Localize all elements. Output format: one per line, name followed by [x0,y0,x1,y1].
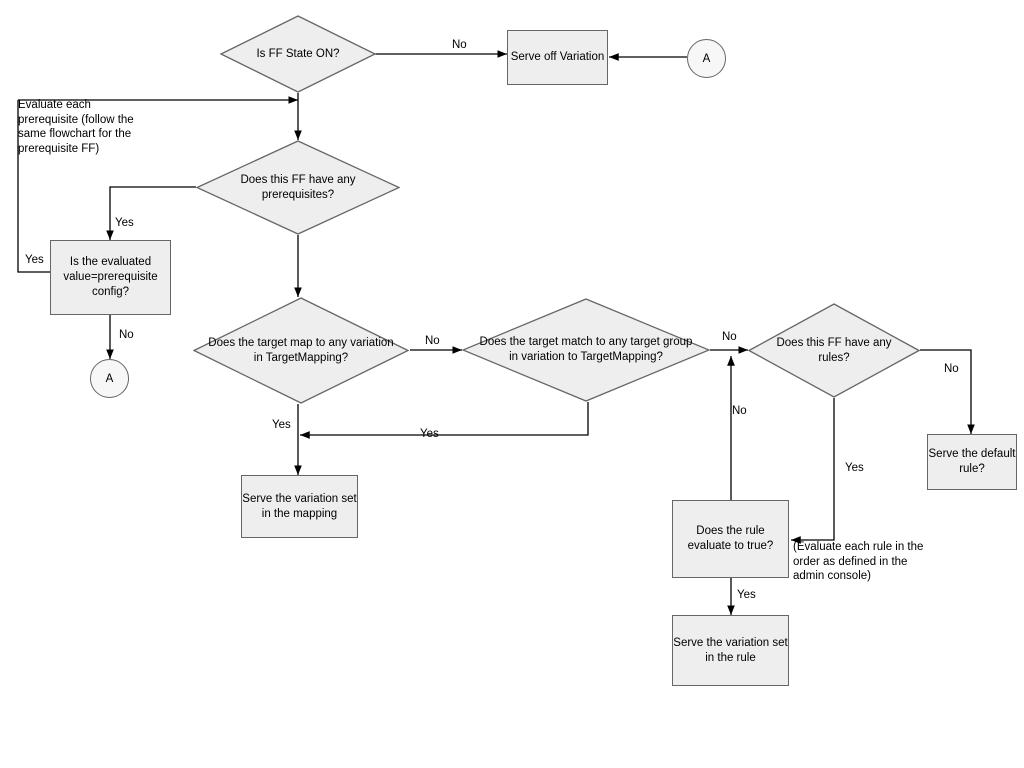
note-prerequisite-line-2: prerequisite (follow the [18,113,134,126]
edge-label-target-group-no: No [722,331,737,343]
note-prerequisite-line-4: prerequisite FF) [18,142,100,155]
note-prerequisite-line-1: Evaluate each [18,99,91,111]
decision-ff-rules[interactable]: Does this FF have any rules? [748,303,920,398]
decision-ff-prerequisites-text: Does this FF have any prerequisites? [240,173,356,201]
diamond-shape [196,140,400,235]
note-rule-order-line-1: (Evaluate each rule in the [793,541,924,553]
note-rule-order-line-3: admin console) [793,570,871,582]
connector-a-top[interactable]: A [687,39,726,78]
decision-target-group-mapping-text: Does the target match to any target grou… [479,336,693,363]
note-prerequisite: Evaluate each prerequisite (follow the s… [18,98,193,156]
note-rule-order: (Evaluate each rule in the order as defi… [793,540,941,584]
decision-target-mapping[interactable]: Does the target map to any variation in … [193,297,409,404]
edge-label-target-map-yes: Yes [272,419,291,431]
connector-a-bottom[interactable]: A [90,359,129,398]
note-prerequisite-line-3: same flowchart for the [18,128,132,140]
diamond-shape [462,298,710,402]
decision-target-mapping-text: Does the target map to any variation in … [208,336,394,364]
process-serve-off-variation[interactable]: Serve off Variation [507,30,608,85]
diamond-shape [748,303,920,398]
edge-label-rule-true-no: No [732,405,747,417]
decision-ff-state-on-text: Is FF State ON? [256,47,340,60]
edge-label-ff-rules-yes: Yes [845,462,864,474]
process-serve-default-rule-label: Serve the default rule? [928,448,1016,475]
decision-target-group-mapping-label: Does the target match to any target grou… [462,298,710,402]
edge-label-rule-true-yes: Yes [737,589,756,601]
decision-ff-prerequisites-label: Does this FF have any prerequisites? [196,140,400,235]
process-serve-off-variation-label: Serve off Variation [510,51,605,63]
process-evaluated-value-check[interactable]: Is the evaluated value=prerequisite conf… [50,240,171,315]
edge-label-target-map-no: No [425,335,440,347]
edge-label-prereq-yes: Yes [115,217,134,229]
diamond-shape [193,297,409,404]
edge-label-evaluated-yes: Yes [25,254,44,266]
process-serve-rule-variation-label: Serve the variation set in the rule [673,636,788,664]
decision-ff-state-on[interactable]: Is FF State ON? [220,15,376,93]
process-serve-mapping-variation-label: Serve the variation set in the mapping [242,492,357,520]
edge-label-ff-state-no: No [452,39,467,51]
process-serve-default-rule[interactable]: Serve the default rule? [927,434,1017,490]
process-rule-evaluates-true[interactable]: Does the rule evaluate to true? [672,500,789,578]
edge-label-evaluated-no: No [119,329,134,341]
process-evaluated-value-check-label: Is the evaluated value=prerequisite conf… [63,256,158,298]
decision-target-mapping-label: Does the target map to any variation in … [193,297,409,404]
decision-ff-rules-label: Does this FF have any rules? [748,303,920,398]
decision-target-group-mapping[interactable]: Does the target match to any target grou… [462,298,710,402]
note-rule-order-line-2: order as defined in the [793,555,908,568]
process-serve-mapping-variation[interactable]: Serve the variation set in the mapping [241,475,358,538]
process-serve-rule-variation[interactable]: Serve the variation set in the rule [672,615,789,686]
decision-ff-state-on-label: Is FF State ON? [220,15,376,93]
diamond-shape [220,15,376,93]
process-rule-evaluates-true-label: Does the rule evaluate to true? [687,525,774,552]
edge-label-target-group-yes: Yes [420,428,439,440]
decision-ff-prerequisites[interactable]: Does this FF have any prerequisites? [196,140,400,235]
connector-a-top-label: A [702,52,711,65]
edge-label-ff-rules-no: No [944,363,959,375]
connector-a-bottom-label: A [105,372,114,385]
decision-ff-rules-text: Does this FF have any rules? [776,336,892,364]
